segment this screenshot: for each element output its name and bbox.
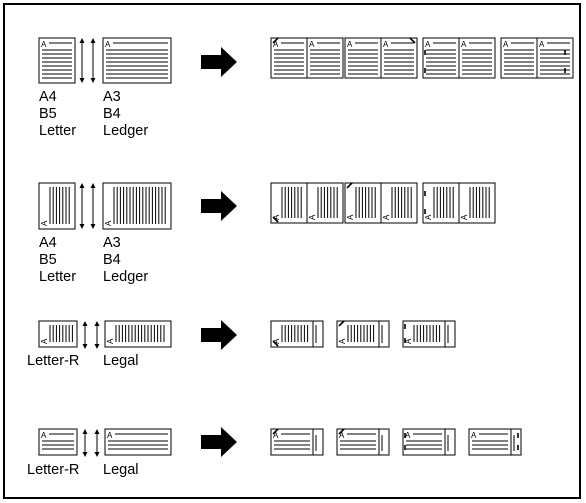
row2-right-size-2: B4: [103, 252, 121, 268]
input-page-small: A: [38, 37, 76, 84]
row2-left-size-2: B5: [39, 252, 57, 268]
input-page-large: A: [102, 182, 172, 230]
input-page-small: A: [38, 428, 78, 456]
svg-text:A: A: [339, 431, 345, 440]
svg-text:A: A: [405, 431, 411, 440]
row4-left-size: Letter-R: [27, 462, 80, 478]
row3-right-size: Legal: [103, 353, 139, 369]
right-arrow-icon: [201, 320, 237, 350]
svg-text:A: A: [424, 214, 433, 220]
svg-text:A: A: [40, 338, 49, 344]
output-sheet-1: A: [270, 428, 324, 456]
svg-text:A: A: [272, 214, 281, 220]
svg-text:A: A: [273, 431, 279, 440]
row1-right-size-3: Ledger: [103, 123, 149, 139]
svg-text:A: A: [104, 220, 113, 226]
right-arrow-icon: [201, 191, 237, 221]
svg-text:A: A: [425, 40, 431, 49]
svg-text:A: A: [273, 40, 279, 49]
svg-text:A: A: [40, 220, 49, 226]
right-arrow-icon: [201, 427, 237, 457]
svg-text:A: A: [346, 214, 355, 220]
row1-left-size-1: A4: [39, 89, 57, 105]
output-sheet-3: A: [402, 320, 456, 348]
output-sheet-3: A: [402, 428, 456, 456]
input-page-small: A: [38, 182, 76, 230]
input-page-large: A: [104, 428, 172, 456]
row1-right-size-1: A3: [103, 89, 121, 105]
row1-left-size-2: B5: [39, 106, 57, 122]
row1-right-size-2: B4: [103, 106, 121, 122]
row2-left-size-1: A4: [39, 235, 57, 251]
svg-text:A: A: [338, 338, 347, 344]
row1-left-size-3: Letter: [39, 123, 77, 139]
input-page-large: A: [102, 37, 172, 84]
svg-text:A: A: [503, 40, 509, 49]
svg-text:A: A: [106, 338, 115, 344]
svg-text:A: A: [383, 40, 389, 49]
row3-left-size: Letter-R: [27, 353, 80, 369]
svg-text:A: A: [41, 40, 47, 49]
svg-text:A: A: [539, 40, 545, 49]
row4-right-size: Legal: [103, 462, 139, 478]
svg-text:A: A: [272, 338, 281, 344]
output-sheet-2: A: [336, 428, 390, 456]
svg-text:A: A: [347, 40, 353, 49]
row2-right-size-3: Ledger: [103, 269, 149, 285]
svg-text:A: A: [107, 431, 113, 440]
output-sheet-1: A: [270, 320, 324, 348]
input-page-small: A: [38, 320, 78, 348]
svg-text:A: A: [382, 214, 391, 220]
right-arrow-icon: [201, 47, 237, 77]
svg-text:A: A: [460, 214, 469, 220]
row2-left-size-3: Letter: [39, 269, 77, 285]
svg-text:A: A: [41, 431, 47, 440]
row2-right-size-1: A3: [103, 235, 121, 251]
svg-text:A: A: [471, 431, 477, 440]
svg-text:A: A: [404, 338, 413, 344]
output-sheet-2: A: [336, 320, 390, 348]
svg-text:A: A: [308, 214, 317, 220]
svg-text:A: A: [105, 40, 111, 49]
svg-text:A: A: [461, 40, 467, 49]
output-sheet-4: A: [468, 428, 522, 456]
input-page-large: A: [104, 320, 172, 348]
svg-text:A: A: [309, 40, 315, 49]
